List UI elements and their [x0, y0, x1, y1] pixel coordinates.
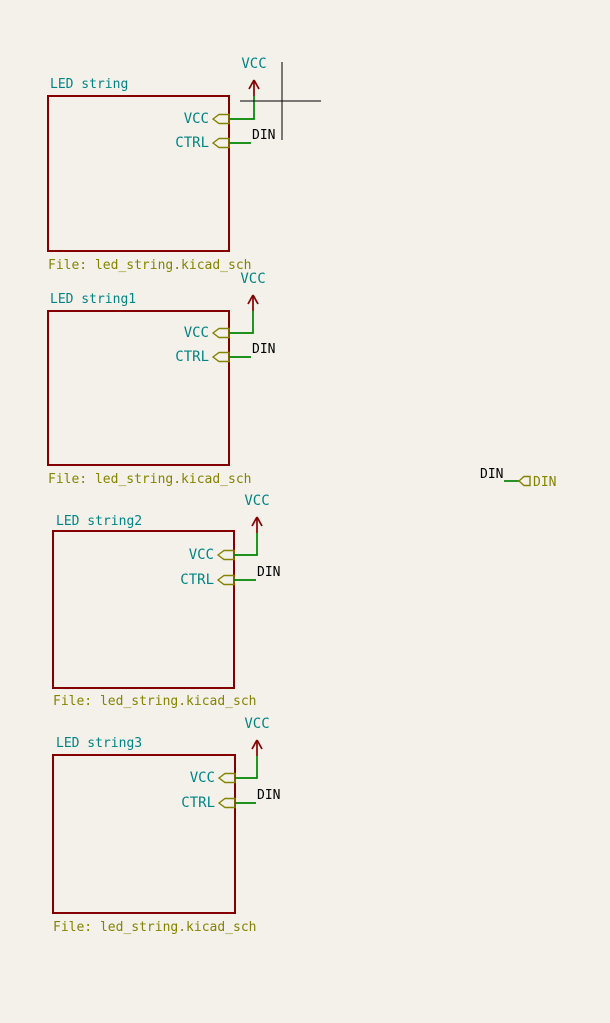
hierarchical-sheet-0: LED string File: led_string.kicad_sch VC… — [47, 56, 275, 273]
sheet-pin-ctrl[interactable]: CTRL — [175, 349, 230, 365]
sheet-pin-label: CTRL — [180, 572, 214, 588]
power-arrow-icon — [256, 739, 263, 750]
net-label-din[interactable]: DIN — [480, 467, 503, 482]
sheet-filename[interactable]: File: led_string.kicad_sch — [48, 258, 252, 273]
power-net-label: VCC — [244, 716, 269, 732]
crosshair-cursor-icon — [240, 62, 321, 140]
net-label-din[interactable]: DIN — [257, 788, 280, 803]
sheet-pin-label: VCC — [184, 111, 209, 127]
sheet-pin-label: CTRL — [175, 135, 209, 151]
sheet-pin-vcc[interactable]: VCC — [184, 111, 230, 127]
sheet-name[interactable]: LED string1 — [50, 292, 136, 307]
sheet-pin-vcc[interactable]: VCC — [189, 547, 235, 563]
sheet-pin-input-icon — [211, 113, 230, 125]
wire-vcc[interactable] — [229, 311, 254, 334]
sheet-pin-input-icon — [217, 772, 236, 784]
sheet-pin-label: VCC — [184, 325, 209, 341]
sheet-outline[interactable] — [52, 754, 236, 914]
power-symbol-vcc[interactable]: VCC — [244, 716, 270, 756]
sheet-name[interactable]: LED string3 — [56, 736, 142, 751]
power-symbol-vcc[interactable]: VCC — [241, 56, 267, 96]
wire-vcc[interactable] — [229, 96, 255, 120]
power-arrow-icon — [256, 516, 263, 527]
sheet-name[interactable]: LED string2 — [56, 514, 142, 529]
sheet-pin-vcc[interactable]: VCC — [190, 770, 236, 786]
power-arrow-icon — [251, 739, 258, 750]
hierarchical-label-din[interactable]: DIN — [517, 475, 556, 490]
sheet-pin-input-icon — [217, 797, 236, 809]
sheet-pin-label: VCC — [190, 770, 215, 786]
sheet-pin-ctrl[interactable]: CTRL — [180, 572, 235, 588]
hierarchical-sheet-1: LED string1 File: led_string.kicad_sch V… — [47, 271, 275, 487]
power-arrow-icon — [253, 79, 260, 90]
sheet-name[interactable]: LED string — [50, 77, 128, 92]
power-symbol-vcc[interactable]: VCC — [240, 271, 266, 311]
sheet-pin-input-icon — [211, 137, 230, 149]
sheet-pin-ctrl[interactable]: CTRL — [175, 135, 230, 151]
sheet-pin-label: CTRL — [175, 349, 209, 365]
power-net-label: VCC — [240, 271, 265, 287]
sheet-outline[interactable] — [47, 310, 230, 466]
sheet-pin-input-icon — [211, 327, 230, 339]
net-label-din[interactable]: DIN — [257, 565, 280, 580]
power-arrow-icon — [251, 516, 258, 527]
sheet-pin-label: CTRL — [181, 795, 215, 811]
sheet-pin-input-icon — [216, 549, 235, 561]
hierarchical-label-icon — [517, 475, 531, 487]
sheet-pin-input-icon — [211, 351, 230, 363]
sheet-pin-vcc[interactable]: VCC — [184, 325, 230, 341]
hierarchical-label-text: DIN — [533, 475, 556, 490]
power-arrow-icon — [248, 79, 255, 90]
power-arrow-icon — [247, 294, 254, 305]
power-net-label: VCC — [241, 56, 266, 72]
sheet-filename[interactable]: File: led_string.kicad_sch — [53, 694, 257, 709]
sheet-filename[interactable]: File: led_string.kicad_sch — [48, 472, 252, 487]
power-symbol-vcc[interactable]: VCC — [244, 493, 270, 533]
sheet-pin-ctrl[interactable]: CTRL — [181, 795, 236, 811]
hierarchical-sheet-3: LED string3 File: led_string.kicad_sch V… — [52, 716, 280, 935]
din-hier-connection: DIN DIN — [480, 467, 556, 490]
net-label-din[interactable]: DIN — [252, 128, 275, 143]
power-arrow-icon — [252, 294, 259, 305]
sheet-pin-input-icon — [216, 574, 235, 586]
power-net-label: VCC — [244, 493, 269, 509]
net-label-din[interactable]: DIN — [252, 342, 275, 357]
sheet-filename[interactable]: File: led_string.kicad_sch — [53, 920, 257, 935]
wire-vcc[interactable] — [234, 533, 258, 556]
sheet-outline[interactable] — [47, 95, 230, 252]
hierarchical-sheet-2: LED string2 File: led_string.kicad_sch V… — [52, 493, 280, 709]
sheet-pin-label: VCC — [189, 547, 214, 563]
sheet-outline[interactable] — [52, 530, 235, 689]
wire-vcc[interactable] — [235, 756, 258, 779]
